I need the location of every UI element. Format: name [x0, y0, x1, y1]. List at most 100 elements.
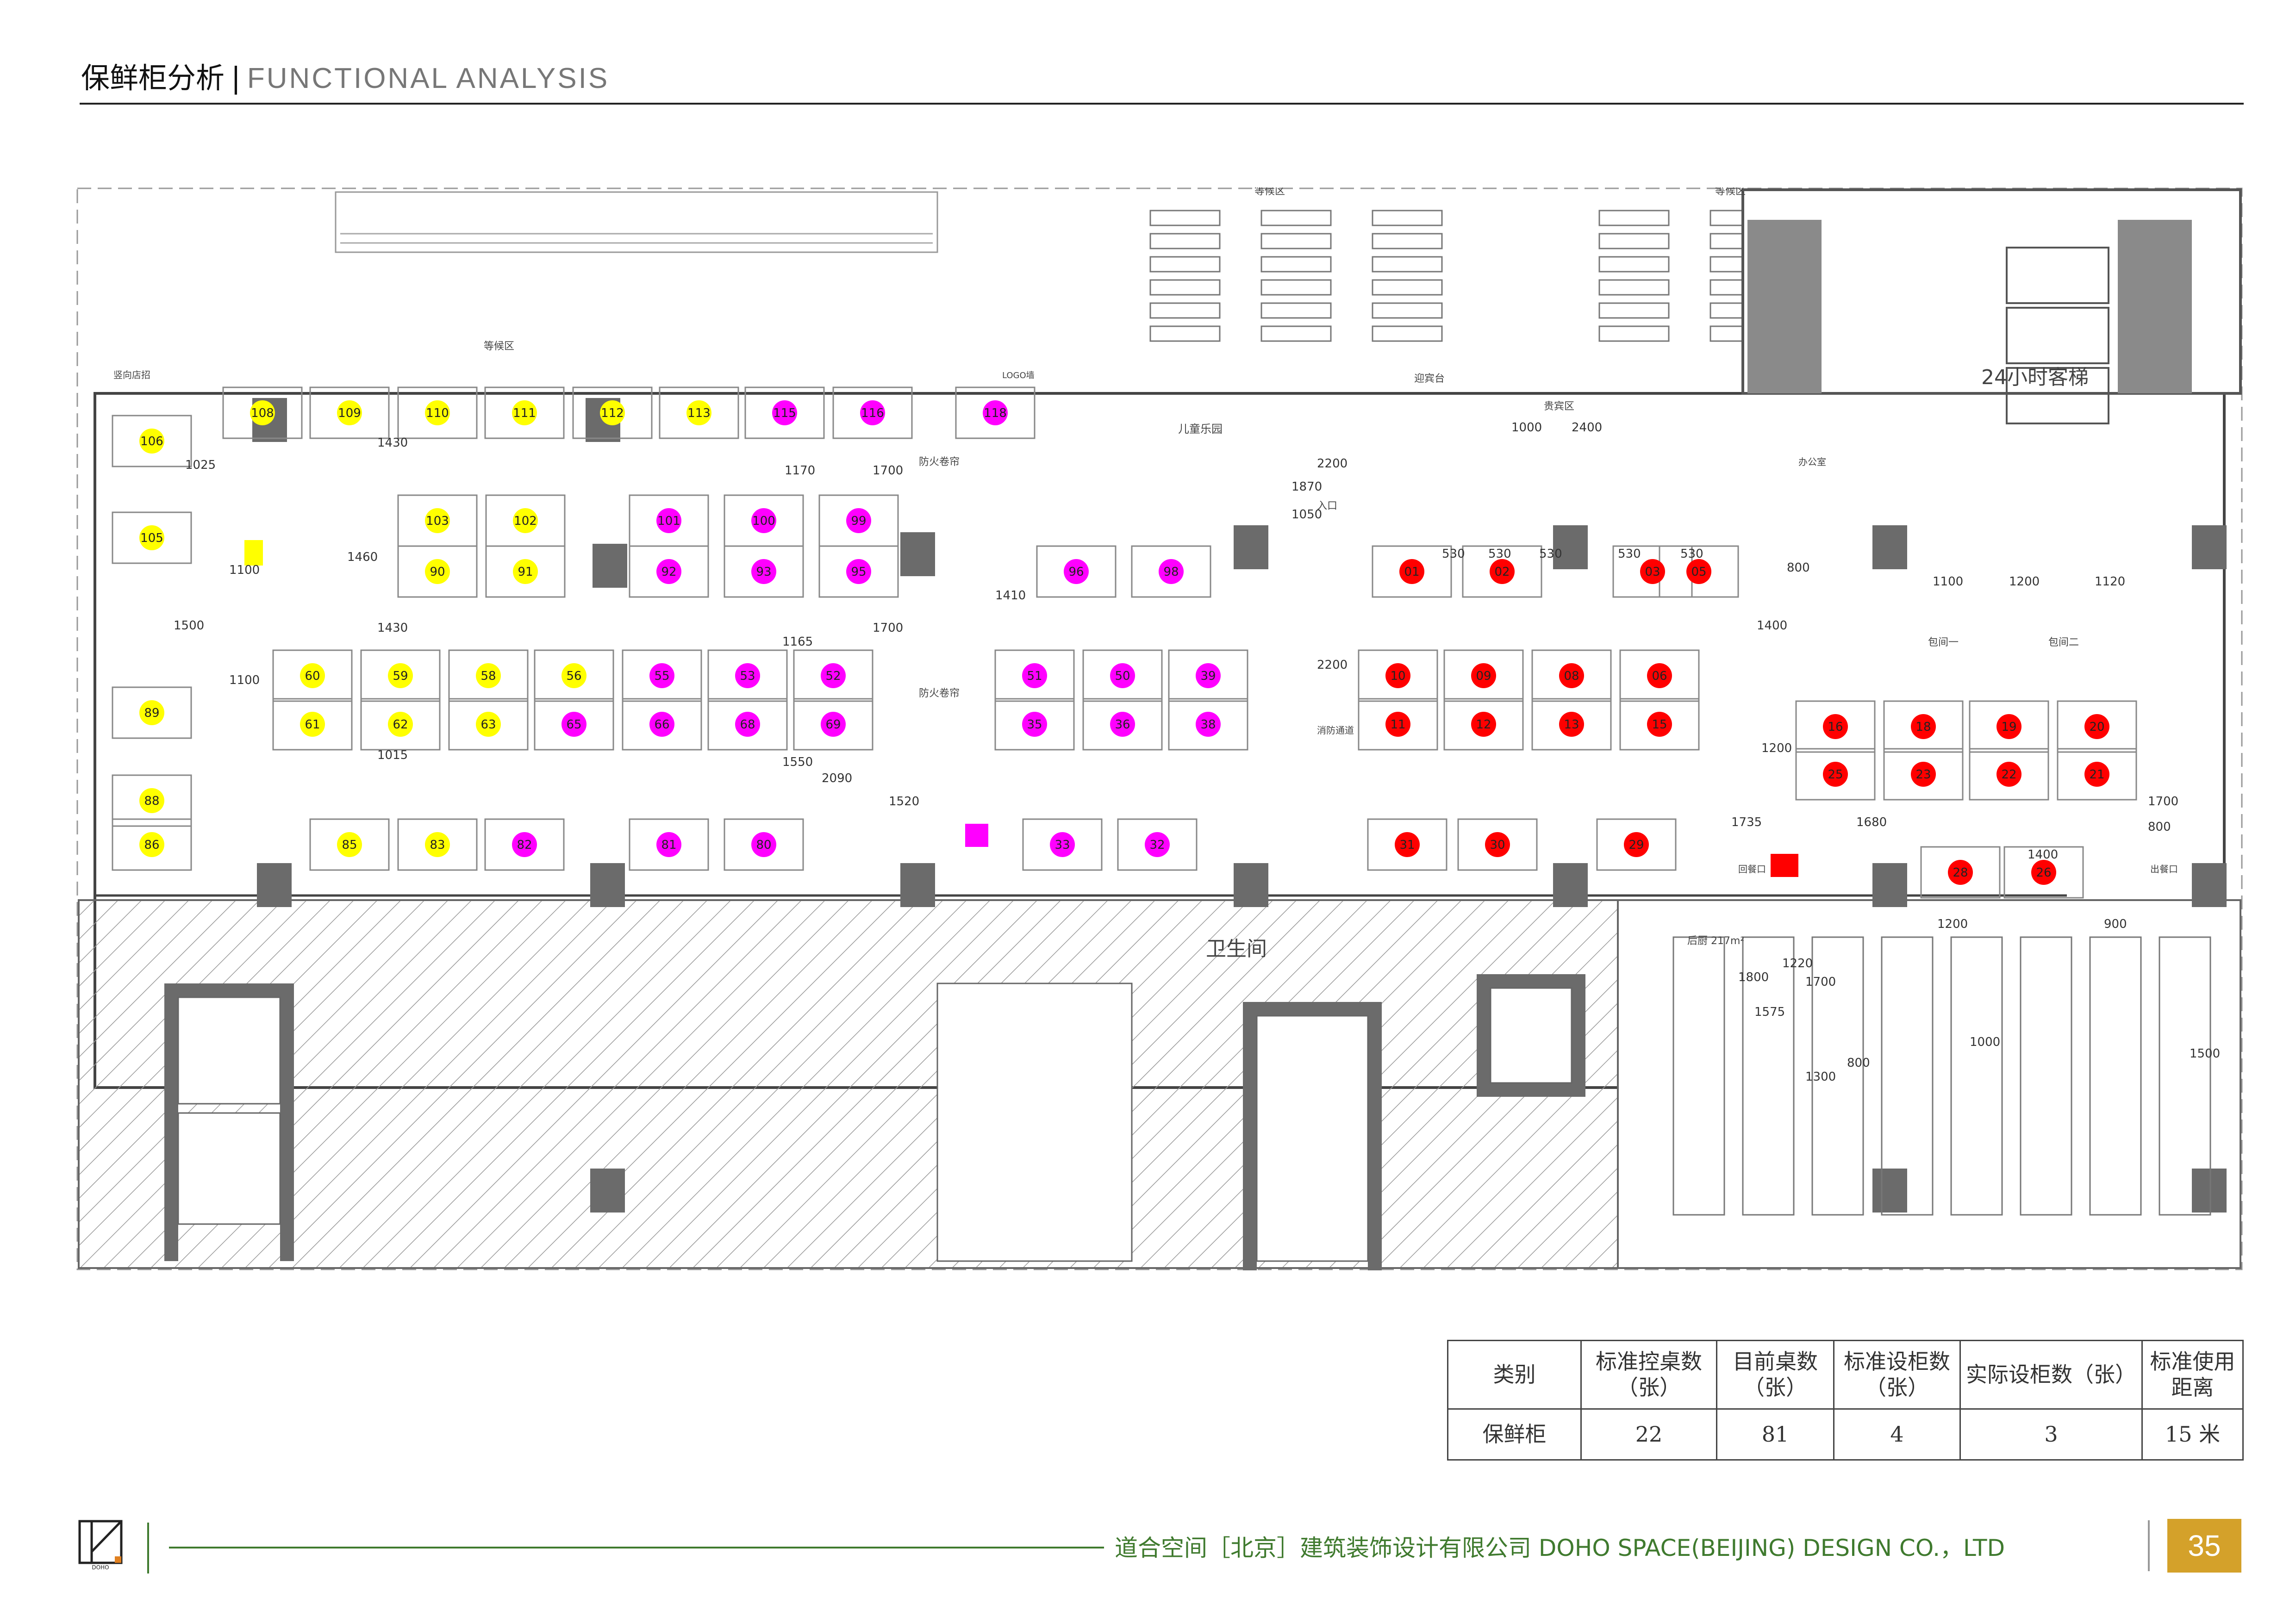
- table-marker-68: [735, 712, 760, 737]
- dimension-label: 1430: [377, 621, 408, 635]
- dimension-label: 1460: [347, 550, 378, 564]
- dimension-label: 2090: [822, 771, 852, 785]
- cell-current-tables: 81: [1716, 1408, 1834, 1461]
- table-number-109: 109: [338, 406, 361, 420]
- table-marker-85: [337, 832, 362, 857]
- table-number-20: 20: [2089, 720, 2104, 734]
- table-marker-25: [1823, 762, 1848, 787]
- table-number-61: 61: [305, 718, 320, 732]
- table-marker-26: [2031, 860, 2056, 885]
- table-marker-115: [772, 400, 797, 425]
- table-number-80: 80: [756, 838, 771, 852]
- dimension-label: 900: [2104, 917, 2127, 931]
- dimension-label: 1400: [1757, 619, 1787, 633]
- table-number-100: 100: [752, 514, 775, 528]
- table-marker-22: [1997, 762, 2021, 787]
- page-number: 35: [2167, 1519, 2241, 1573]
- table-number-96: 96: [1068, 565, 1084, 579]
- header-category: 类别: [1447, 1340, 1582, 1410]
- cell-standard-tables: 22: [1580, 1408, 1717, 1461]
- table-number-105: 105: [140, 531, 163, 545]
- table-marker-101: [656, 508, 681, 533]
- table-number-59: 59: [393, 669, 408, 683]
- table-marker-63: [476, 712, 501, 737]
- table-number-89: 89: [144, 706, 159, 720]
- dimension-label: 800: [1847, 1056, 1870, 1070]
- table-number-111: 111: [513, 406, 536, 420]
- table-marker-36: [1110, 712, 1135, 737]
- table-number-05: 05: [1691, 565, 1706, 579]
- table-marker-18: [1911, 714, 1936, 739]
- dimension-label: 1015: [377, 748, 408, 762]
- table-number-99: 99: [851, 514, 866, 528]
- table-number-69: 69: [825, 718, 841, 732]
- table-marker-02: [1490, 559, 1515, 584]
- footer-rule: [169, 1547, 1104, 1548]
- table-number-18: 18: [1915, 720, 1931, 734]
- table-number-56: 56: [566, 669, 581, 683]
- table-marker-19: [1997, 714, 2021, 739]
- table-marker-55: [649, 663, 674, 688]
- table-number-65: 65: [566, 718, 581, 732]
- table-marker-116: [860, 400, 885, 425]
- table-marker-69: [821, 712, 846, 737]
- dimension-label: 2200: [1317, 457, 1348, 471]
- dimension-label: 530: [1442, 547, 1465, 561]
- header-current-tables: 目前桌数（张）: [1716, 1340, 1834, 1410]
- table-number-98: 98: [1163, 565, 1179, 579]
- table-marker-51: [1022, 663, 1047, 688]
- table-number-08: 08: [1564, 669, 1579, 683]
- dimension-label: 1200: [2009, 575, 2040, 589]
- dimension-label: 1000: [1970, 1035, 2000, 1049]
- table-marker-106: [139, 429, 164, 454]
- table-number-02: 02: [1494, 565, 1510, 579]
- table-number-95: 95: [851, 565, 866, 579]
- dimension-label: 1520: [889, 795, 919, 808]
- table-marker-66: [649, 712, 674, 737]
- table-number-12: 12: [1476, 718, 1491, 732]
- cell-standard-distance: 15 米: [2141, 1408, 2244, 1461]
- dimension-label: 1100: [1933, 575, 1963, 589]
- dimension-label: 1700: [1805, 975, 1836, 989]
- table-marker-99: [846, 508, 871, 533]
- table-marker-82: [512, 832, 537, 857]
- dimension-label: 1430: [377, 436, 408, 450]
- table-marker-81: [656, 832, 681, 857]
- table-marker-15: [1647, 712, 1672, 737]
- dimension-label: 1025: [185, 458, 216, 472]
- table-number-11: 11: [1390, 718, 1405, 732]
- dimension-label: 1680: [1856, 815, 1887, 829]
- table-marker-08: [1559, 663, 1584, 688]
- table-number-25: 25: [1828, 768, 1843, 782]
- table-number-26: 26: [2036, 866, 2051, 880]
- table-number-13: 13: [1564, 718, 1579, 732]
- dimension-label: 1500: [2190, 1047, 2220, 1061]
- table-number-112: 112: [601, 406, 624, 420]
- table-number-66: 66: [654, 718, 669, 732]
- header-standard-distance: 标准使用距离: [2141, 1340, 2244, 1410]
- dimension-label: 1300: [1805, 1070, 1836, 1084]
- dimension-label: 1220: [1782, 957, 1813, 970]
- dimension-label: 2400: [1572, 421, 1602, 435]
- table-number-85: 85: [342, 838, 357, 852]
- dimension-label: 1500: [174, 619, 204, 633]
- table-marker-23: [1911, 762, 1936, 787]
- table-number-102: 102: [514, 514, 537, 528]
- page-title: 保鲜柜分析|FUNCTIONAL ANALYSIS: [81, 61, 610, 95]
- dimension-label: 530: [1680, 547, 1703, 561]
- table-marker-90: [425, 559, 450, 584]
- dimension-label: 800: [2148, 820, 2171, 834]
- table-marker-32: [1145, 832, 1170, 857]
- table-marker-16: [1823, 714, 1848, 739]
- table-marker-33: [1050, 832, 1075, 857]
- plan-label-playground: 儿童乐园: [1178, 423, 1223, 435]
- dimension-label: 2200: [1317, 658, 1348, 672]
- header-divider: [80, 103, 2244, 105]
- table-number-53: 53: [740, 669, 755, 683]
- table-number-29: 29: [1628, 838, 1644, 852]
- table-marker-38: [1196, 712, 1221, 737]
- table-number-118: 118: [984, 406, 1007, 420]
- table-marker-105: [139, 525, 164, 550]
